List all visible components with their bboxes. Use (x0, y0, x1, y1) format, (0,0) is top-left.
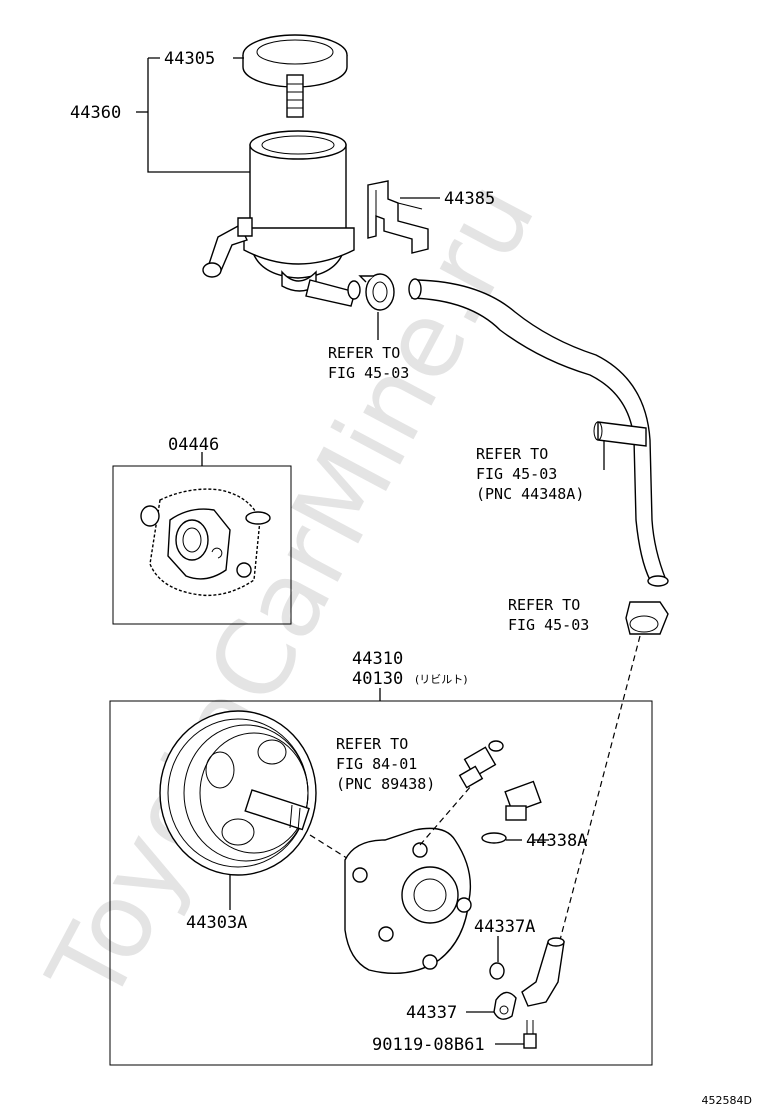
pump-assembly-box (109, 700, 653, 1066)
hose-clamp-upper-drawing (358, 273, 395, 340)
label-44385: 44385 (444, 189, 495, 209)
label-44338A: 44338A (526, 831, 587, 851)
diagram-code: 452584D (702, 1094, 752, 1107)
bracket-drawing (367, 180, 429, 254)
pump-body-drawing (344, 777, 479, 975)
refer-note-4-line1: REFER TO (336, 735, 408, 753)
gasket-kit-drawing (140, 488, 271, 597)
refer-note-3-line2: FIG 45-03 (508, 616, 589, 634)
refer-note-4-line3: (PNC 89438) (336, 775, 435, 793)
label-40130-note: (リビルト) (415, 673, 468, 686)
label-44310: 44310 (352, 649, 403, 669)
refer-note-2-line3: (PNC 44348A) (476, 485, 584, 503)
label-44337A: 44337A (474, 917, 535, 937)
refer-note-2-line2: FIG 45-03 (476, 465, 557, 483)
o-ring-drawing (489, 962, 505, 980)
refer-note-1-line2: FIG 45-03 (328, 364, 409, 382)
pressure-switch-drawing (458, 740, 504, 789)
return-hose-drawing (408, 278, 669, 587)
label-04446: 04446 (168, 435, 219, 455)
refer-note-3-line1: REFER TO (508, 596, 580, 614)
union-fitting-drawing (481, 780, 542, 844)
refer-note-4-line2: FIG 84-01 (336, 755, 417, 773)
bolt-drawing (495, 1020, 537, 1049)
label-44337: 44337 (406, 1003, 457, 1023)
reservoir-cap-drawing (242, 34, 348, 118)
pulley-drawing (159, 710, 351, 910)
refer-note-2-line1: REFER TO (476, 445, 548, 463)
label-40130: 40130 (352, 669, 403, 689)
suction-pipe-drawing (466, 937, 565, 1020)
label-90119-08B61: 90119-08B61 (372, 1035, 485, 1055)
label-44360: 44360 (70, 103, 121, 123)
refer-note-1-line1: REFER TO (328, 344, 400, 362)
hose-clamp-lower-drawing (559, 601, 669, 941)
label-44305: 44305 (164, 49, 215, 69)
reservoir-tank-drawing (202, 130, 361, 307)
label-44303A: 44303A (186, 913, 247, 933)
